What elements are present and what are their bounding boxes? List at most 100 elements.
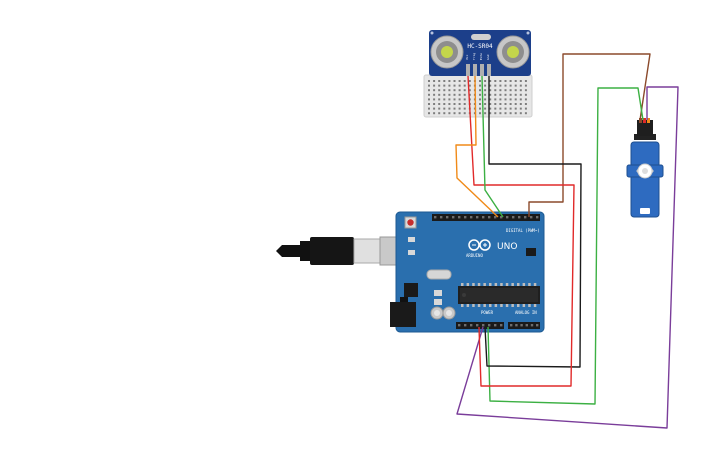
- digital-label: DIGITAL (PWM~): [506, 228, 540, 233]
- wire-green-echo[interactable]: [481, 75, 504, 218]
- breadboard-hole: [448, 80, 451, 82]
- digital-header-pins: [434, 216, 539, 219]
- breadboard-hole: [494, 84, 497, 87]
- chip-pin: [472, 283, 475, 286]
- breadboard-hole: [448, 89, 451, 92]
- chip-pin: [461, 283, 464, 286]
- wire-red[interactable]: [467, 75, 575, 387]
- breadboard-hole: [453, 107, 456, 110]
- breadboard-hole: [443, 93, 446, 96]
- servo-motor[interactable]: [626, 118, 664, 218]
- breadboard-hole: [484, 89, 487, 92]
- wire-orange[interactable]: [455, 75, 499, 218]
- header-pin: [482, 324, 485, 327]
- wire-green-servo[interactable]: [487, 87, 644, 405]
- chip-pin: [494, 304, 498, 307]
- chip-pin: [522, 283, 526, 286]
- breadboard-hole: [519, 103, 522, 105]
- breadboard-hole: [484, 98, 487, 101]
- breadboard-hole: [479, 112, 481, 115]
- arduino-brand-label: ARDUINO: [466, 253, 483, 258]
- sensor-pin-gnd-label: Gnd: [486, 54, 490, 60]
- breadboard-hole: [519, 98, 522, 101]
- chip-pin: [533, 304, 537, 307]
- wires[interactable]: [455, 53, 679, 429]
- breadboard-hole: [438, 89, 441, 92]
- servo-horn-icon[interactable]: [636, 163, 654, 179]
- breadboard-hole: [448, 98, 451, 101]
- breadboard-hole: [499, 89, 502, 92]
- chip-pin: [517, 304, 520, 307]
- breadboard-hole: [494, 98, 497, 101]
- breadboard-hole: [484, 84, 487, 87]
- breadboard-hole: [458, 98, 461, 101]
- power-header[interactable]: [456, 322, 504, 329]
- breadboard-hole: [499, 107, 502, 110]
- chip-pin: [511, 304, 514, 307]
- breadboard-hole: [494, 103, 497, 105]
- breadboard-hole: [499, 98, 502, 101]
- chip-pin: [489, 304, 492, 307]
- arduino-uno-board[interactable]: DIGITAL (PWM~) POWER ANALOG IN UNO ARDUI…: [390, 211, 545, 333]
- breadboard-hole: [428, 103, 430, 105]
- breadboard-hole: [458, 80, 461, 82]
- wire-black[interactable]: [484, 76, 582, 368]
- breadboard-hole: [463, 89, 466, 92]
- header-pin: [494, 216, 497, 219]
- digital-header[interactable]: [432, 214, 540, 221]
- breadboard-hole: [484, 93, 487, 96]
- breadboard-hole: [519, 112, 522, 115]
- header-pin: [512, 216, 515, 219]
- breadboard-hole: [509, 80, 512, 82]
- breadboard-hole: [519, 107, 522, 110]
- breadboard-hole: [509, 89, 512, 92]
- header-pin: [524, 216, 527, 219]
- crystal-icon: [471, 34, 491, 40]
- sensor-pins[interactable]: [466, 64, 491, 76]
- breadboard-hole: [524, 107, 527, 110]
- power-jack[interactable]: [390, 302, 416, 327]
- breadboard-hole: [458, 84, 461, 87]
- usb-cable[interactable]: [276, 236, 399, 266]
- breadboard-hole: [463, 98, 466, 101]
- breadboard-hole: [468, 93, 471, 96]
- breadboard-hole: [484, 107, 487, 110]
- breadboard-hole: [479, 107, 481, 110]
- breadboard-hole: [504, 93, 507, 96]
- chip-pin: [505, 283, 509, 286]
- analog-header[interactable]: [508, 322, 540, 329]
- header-pin: [458, 324, 461, 327]
- voltage-regulator: [404, 283, 418, 297]
- breadboard-hole: [453, 93, 456, 96]
- breadboard-hole: [438, 103, 441, 105]
- breadboard-hole: [468, 80, 471, 82]
- chip-pin: [461, 304, 464, 307]
- wire-purple[interactable]: [456, 86, 679, 429]
- chip-pin: [483, 283, 486, 286]
- breadboard-hole: [514, 103, 517, 105]
- breadboard-hole: [433, 84, 436, 87]
- breadboard-hole: [489, 107, 492, 110]
- breadboard-hole: [443, 107, 446, 110]
- led-tx: [408, 250, 415, 255]
- breadboard-holes: [428, 80, 527, 115]
- breadboard-hole: [509, 112, 512, 115]
- header-pin: [470, 216, 473, 219]
- breadboard-hole: [428, 107, 430, 110]
- breadboard-hole: [433, 107, 436, 110]
- chip-pin: [505, 304, 509, 307]
- chip-pin: [489, 283, 492, 286]
- header-pin: [476, 216, 479, 219]
- breadboard-hole: [489, 89, 492, 92]
- wire-brown[interactable]: [528, 53, 651, 217]
- breadboard-hole: [494, 89, 497, 92]
- mini-breadboard[interactable]: [423, 74, 533, 118]
- breadboard-hole: [479, 84, 481, 87]
- breadboard-hole: [524, 89, 527, 92]
- reset-button[interactable]: [404, 216, 417, 229]
- usb-port: [379, 236, 399, 266]
- chip-pin: [477, 283, 481, 286]
- breadboard-hole: [484, 80, 487, 82]
- ultrasonic-sensor[interactable]: HC-SR04 Vcc Trig Echo Gnd: [429, 30, 531, 76]
